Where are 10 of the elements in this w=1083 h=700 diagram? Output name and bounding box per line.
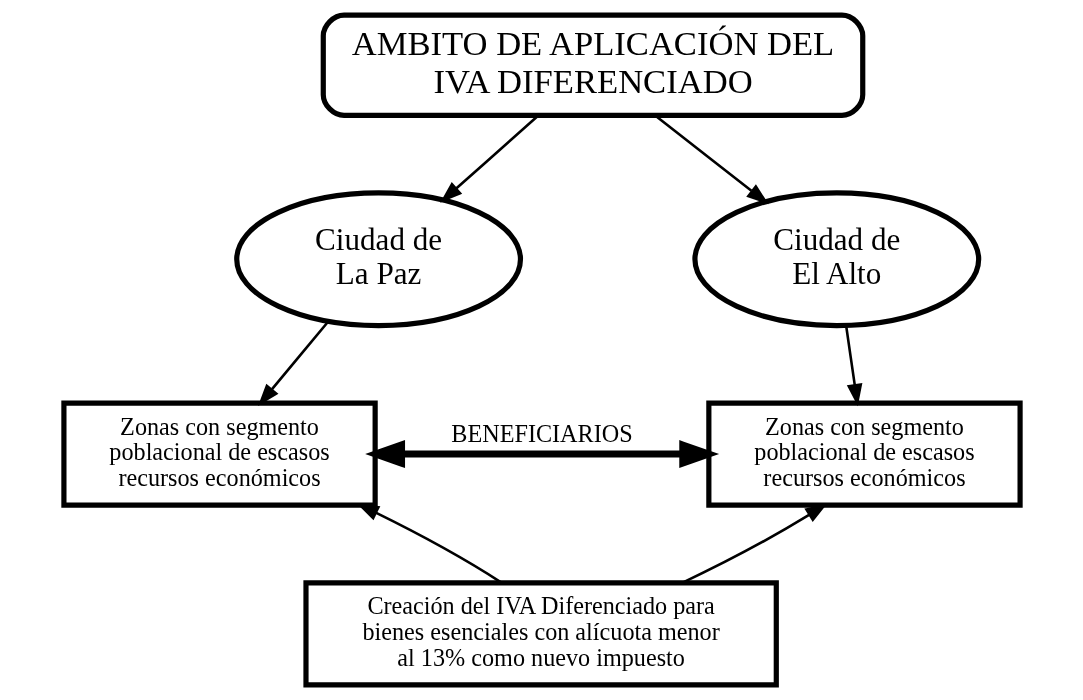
arrow bbox=[364, 440, 719, 468]
node-box: Creación del IVA Diferenciado para bienes esenciales con alícuota menor al 13% como nuevo impuesto bbox=[302, 580, 779, 688]
arrow bbox=[257, 320, 329, 407]
arrow bbox=[844, 325, 862, 407]
node-box: Zonas con segmento poblacional de escasos recursos económicos bbox=[705, 400, 1023, 508]
node-box: Zonas con segmento poblacional de escasos recursos económicos bbox=[60, 400, 378, 508]
node-box: AMBITO DE APLICACIÓN DEL IVA DIFERENCIADO bbox=[320, 12, 865, 118]
node-ellipse: Ciudad de La Paz bbox=[233, 190, 523, 329]
edge-label: BENEFICIARIOS bbox=[450, 420, 633, 448]
node-ellipse: Ciudad de El Alto bbox=[691, 190, 981, 329]
